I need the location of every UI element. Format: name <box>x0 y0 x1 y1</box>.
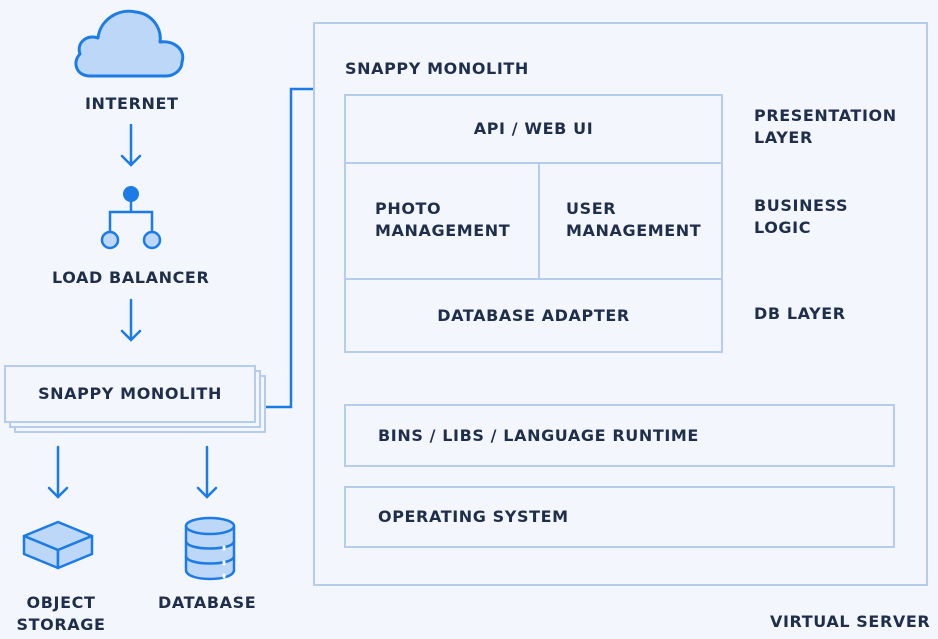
api-web-ui-block: API / WEB UI <box>344 94 723 164</box>
arrow-monolith-to-storage <box>47 445 69 499</box>
photo-management-block: PHOTO MANAGEMENT <box>344 162 540 280</box>
object-storage-label: OBJECT STORAGE <box>16 593 106 634</box>
user-management-label: USER MANAGEMENT <box>566 199 702 240</box>
runtime-block: BINS / LIBS / LANGUAGE RUNTIME <box>344 404 895 467</box>
operating-system-block: OPERATING SYSTEM <box>344 486 895 548</box>
runtime-label: BINS / LIBS / LANGUAGE RUNTIME <box>378 425 699 445</box>
business-logic-label: BUSINESS LOGIC <box>754 196 849 237</box>
server-title: SNAPPY MONOLITH <box>345 59 529 78</box>
bracket-monolith-to-server <box>266 87 313 409</box>
user-management-block: USER MANAGEMENT <box>538 162 723 280</box>
internet-label: INTERNET <box>85 94 179 113</box>
arrow-internet-to-lb <box>120 123 142 167</box>
object-storage-icon <box>22 520 94 570</box>
presentation-layer-label: PRESENTATION LAYER <box>754 106 897 147</box>
operating-system-label: OPERATING SYSTEM <box>378 507 569 526</box>
api-web-ui-label: API / WEB UI <box>473 119 594 138</box>
database-icon <box>184 516 236 581</box>
monolith-card: SNAPPY MONOLITH <box>4 365 256 423</box>
db-layer-label: DB LAYER <box>754 304 846 323</box>
load-balancer-icon <box>100 186 162 250</box>
database-adapter-label: DATABASE ADAPTER <box>437 305 630 325</box>
database-adapter-block: DATABASE ADAPTER <box>344 278 723 353</box>
virtual-server-caption: VIRTUAL SERVER <box>770 612 931 631</box>
arrow-monolith-to-database <box>196 445 218 499</box>
cloud-icon <box>74 9 185 78</box>
load-balancer-label: LOAD BALANCER <box>52 268 210 287</box>
arrow-lb-to-monolith <box>120 298 142 342</box>
database-label: DATABASE <box>158 593 257 612</box>
photo-management-label: PHOTO MANAGEMENT <box>375 199 511 240</box>
monolith-card-label: SNAPPY MONOLITH <box>38 384 222 403</box>
